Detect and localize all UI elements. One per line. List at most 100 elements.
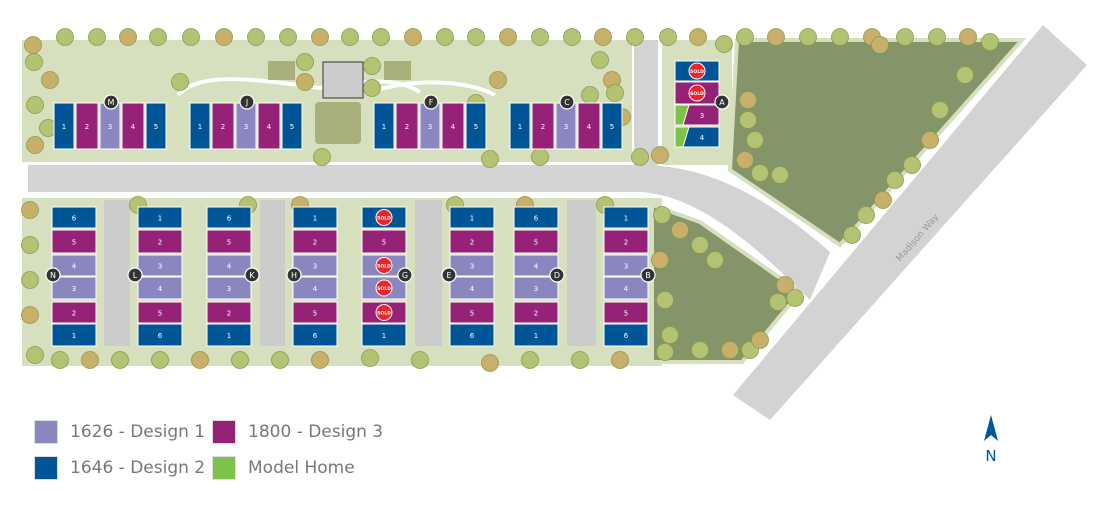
tree-icon: [581, 86, 599, 104]
lot-M-3: 3: [99, 102, 121, 150]
lot-shape: [513, 206, 559, 229]
lot-E-2: 2: [449, 229, 495, 254]
tree-icon: [56, 28, 74, 46]
tree-canopy: [363, 79, 381, 97]
lot-shape: [51, 323, 97, 347]
lot-number: 2: [534, 310, 538, 318]
lot-H-2: 2: [292, 229, 338, 254]
lot-H-4: 4: [292, 276, 338, 300]
tree-canopy: [903, 156, 921, 174]
lot-number: 3: [624, 263, 628, 271]
tree-canopy: [489, 71, 507, 89]
tree-icon: [191, 351, 209, 369]
curved-road: [640, 165, 830, 300]
tree-canopy: [571, 351, 589, 369]
lot-A-4: 4: [674, 126, 720, 148]
tree-icon: [751, 164, 769, 182]
lot-B-6: 6: [603, 323, 649, 347]
tree-canopy: [279, 28, 297, 46]
legend-design2: 1646 - Design 2: [34, 456, 205, 480]
tree-icon: [411, 351, 429, 369]
tree-canopy: [921, 131, 939, 149]
lot-K-3: 4: [206, 254, 252, 277]
lot-number: 4: [131, 123, 136, 131]
tree-icon: [928, 28, 946, 46]
lot-number: 2: [405, 123, 409, 131]
sold-label: SOLD: [377, 216, 391, 222]
lot-E-5: 5: [449, 301, 495, 324]
lot-number: 6: [470, 332, 475, 340]
tree-canopy: [311, 28, 329, 46]
marker-label: B: [645, 271, 651, 280]
lot-number: 1: [518, 123, 522, 131]
tree-icon: [611, 351, 629, 369]
lot-shape: [189, 102, 211, 150]
lot-number: 5: [470, 310, 474, 318]
lot-C-5: 5: [601, 102, 623, 150]
tree-icon: [119, 28, 137, 46]
tree-icon: [88, 28, 106, 46]
marker-label: M: [108, 98, 115, 107]
tree-canopy: [296, 53, 314, 71]
picnic-pad: [384, 61, 411, 80]
lot-number: 6: [624, 332, 629, 340]
lot-shape: [513, 276, 559, 300]
tree-icon: [481, 354, 499, 372]
lot-shape: [603, 206, 649, 229]
lot-number: 4: [451, 123, 456, 131]
building-marker-l: L: [127, 267, 143, 283]
tree-canopy: [661, 326, 679, 344]
lot-number: 4: [313, 285, 318, 293]
lot-shape: [513, 229, 559, 254]
lot-B-5: 5: [603, 301, 649, 324]
lot-B-3: 3: [603, 254, 649, 277]
sold-badge-circle: [688, 62, 706, 80]
lot-shape: [145, 102, 167, 150]
tree-canopy: [531, 28, 549, 46]
tree-canopy: [776, 276, 794, 294]
lot-shape: [509, 102, 531, 150]
lot-shape: [603, 254, 649, 277]
tree-icon: [751, 331, 769, 349]
tree-canopy: [436, 28, 454, 46]
tree-canopy: [361, 349, 379, 367]
lot-shape: [603, 229, 649, 254]
lot-shape: [601, 102, 623, 150]
tree-icon: [467, 28, 485, 46]
lot-shape: [53, 102, 75, 150]
open-space-north: [727, 38, 1027, 248]
tree-icon: [874, 191, 892, 209]
lot-shape: [51, 301, 97, 324]
tree-canopy: [959, 28, 977, 46]
building-marker-h: H: [286, 267, 302, 283]
lot-shape: [121, 102, 145, 150]
lot-shape: [51, 276, 97, 300]
swatch-design1: [34, 420, 58, 444]
lot-G-6: 1: [361, 323, 407, 347]
lot-shape: [292, 254, 338, 277]
tree-icon: [739, 91, 757, 109]
lot-F-1: 1: [373, 102, 395, 150]
marker-label: N: [50, 271, 56, 280]
tree-icon: [21, 271, 39, 289]
tree-icon: [531, 148, 549, 166]
lot-D-1: 6: [513, 206, 559, 229]
lot-L-2: 2: [137, 229, 183, 254]
lot-number: 5: [534, 239, 538, 247]
tree-icon: [921, 131, 939, 149]
lot-K-4: 3: [206, 276, 252, 300]
alley: [567, 200, 596, 346]
tree-icon: [171, 73, 189, 91]
tree-canopy: [843, 226, 861, 244]
tree-icon: [767, 28, 785, 46]
sold-label: SOLD: [377, 264, 391, 270]
building-marker-a: A: [714, 94, 730, 110]
marker-circle: [441, 267, 457, 283]
tree-icon: [715, 35, 733, 53]
lot-number: 2: [541, 123, 545, 131]
tree-icon: [296, 53, 314, 71]
tree-icon: [436, 28, 454, 46]
lot-shape: [513, 323, 559, 347]
tree-canopy: [499, 28, 517, 46]
lot-number: 4: [227, 263, 232, 271]
